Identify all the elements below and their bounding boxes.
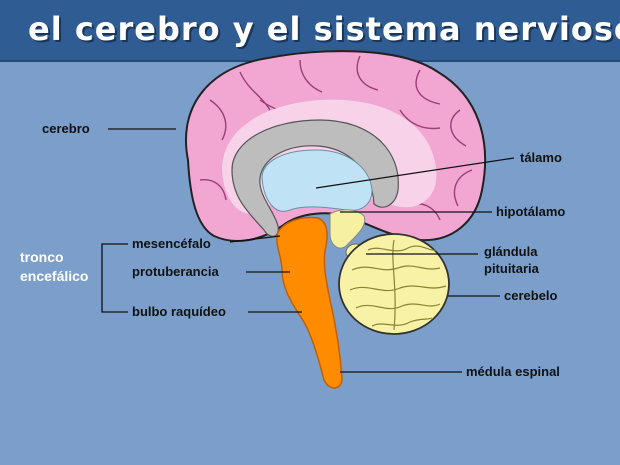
label-glandula-2: pituitaria xyxy=(484,261,540,276)
label-tronco-2: encefálico xyxy=(20,268,88,284)
label-glandula-1: glándula xyxy=(484,244,538,259)
hypothalamus-area xyxy=(330,210,365,248)
label-talamo: tálamo xyxy=(520,150,562,165)
label-bulbo: bulbo raquídeo xyxy=(132,304,226,319)
label-protuberancia: protuberancia xyxy=(132,264,219,279)
label-hipotalamo: hipotálamo xyxy=(496,204,565,219)
tronco-bracket xyxy=(102,244,128,312)
label-cerebelo: cerebelo xyxy=(504,288,558,303)
label-cerebro: cerebro xyxy=(42,121,90,136)
label-mesencefalo: mesencéfalo xyxy=(132,236,211,251)
cerebellum xyxy=(339,234,449,334)
label-medula: médula espinal xyxy=(466,364,560,379)
label-tronco-1: tronco xyxy=(20,249,64,265)
